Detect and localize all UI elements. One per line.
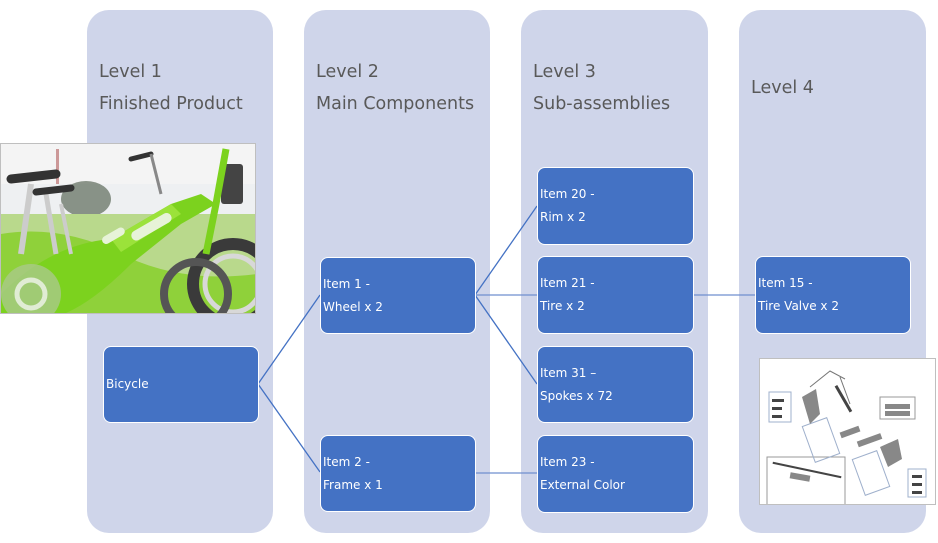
node-item-2-desc: Frame x 1: [323, 477, 383, 492]
node-item-23-external-color[interactable]: Item 23 - External Color: [537, 435, 694, 513]
level-4-label: Level 4: [751, 78, 814, 98]
node-item-1-desc: Wheel x 2: [323, 299, 383, 314]
node-item-23-desc: External Color: [540, 478, 625, 492]
node-bicycle-label: Bicycle: [106, 377, 149, 391]
node-item-31-spokes[interactable]: Item 31 – Spokes x 72: [537, 346, 694, 423]
green-bicycles-image: [1, 144, 255, 313]
node-bicycle[interactable]: Bicycle: [103, 346, 259, 423]
node-item-20-desc: Rim x 2: [540, 210, 586, 224]
node-item-2-frame[interactable]: Item 2 - Frame x 1: [320, 435, 476, 512]
node-item-15-id: Item 15 -: [758, 276, 813, 290]
node-item-21-desc: Tire x 2: [540, 299, 585, 313]
level-1-label: Level 1: [99, 62, 162, 82]
level-1-subtitle: Finished Product: [99, 94, 243, 114]
node-item-31-id: Item 31 –: [540, 365, 597, 380]
brake-parts-drawing: [759, 358, 936, 505]
node-item-1-id: Item 1 -: [323, 276, 370, 291]
level-3-subtitle: Sub-assemblies: [533, 94, 671, 114]
node-item-1-wheel[interactable]: Item 1 - Wheel x 2: [320, 257, 476, 334]
node-item-21-id: Item 21 -: [540, 276, 595, 290]
bicycles-photo: [0, 143, 256, 314]
exploded-parts-diagram: [760, 359, 935, 504]
node-item-20-id: Item 20 -: [540, 187, 595, 201]
node-item-31-desc: Spokes x 72: [540, 388, 613, 403]
level-2-label: Level 2: [316, 62, 379, 82]
node-item-20-rim[interactable]: Item 20 - Rim x 2: [537, 167, 694, 245]
node-item-23-id: Item 23 -: [540, 455, 595, 469]
node-item-21-tire[interactable]: Item 21 - Tire x 2: [537, 256, 694, 334]
node-item-15-desc: Tire Valve x 2: [758, 299, 839, 313]
node-item-2-id: Item 2 -: [323, 454, 370, 469]
level-2-subtitle: Main Components: [316, 94, 475, 114]
level-3-label: Level 3: [533, 62, 596, 82]
node-item-15-tire-valve[interactable]: Item 15 - Tire Valve x 2: [755, 256, 911, 334]
